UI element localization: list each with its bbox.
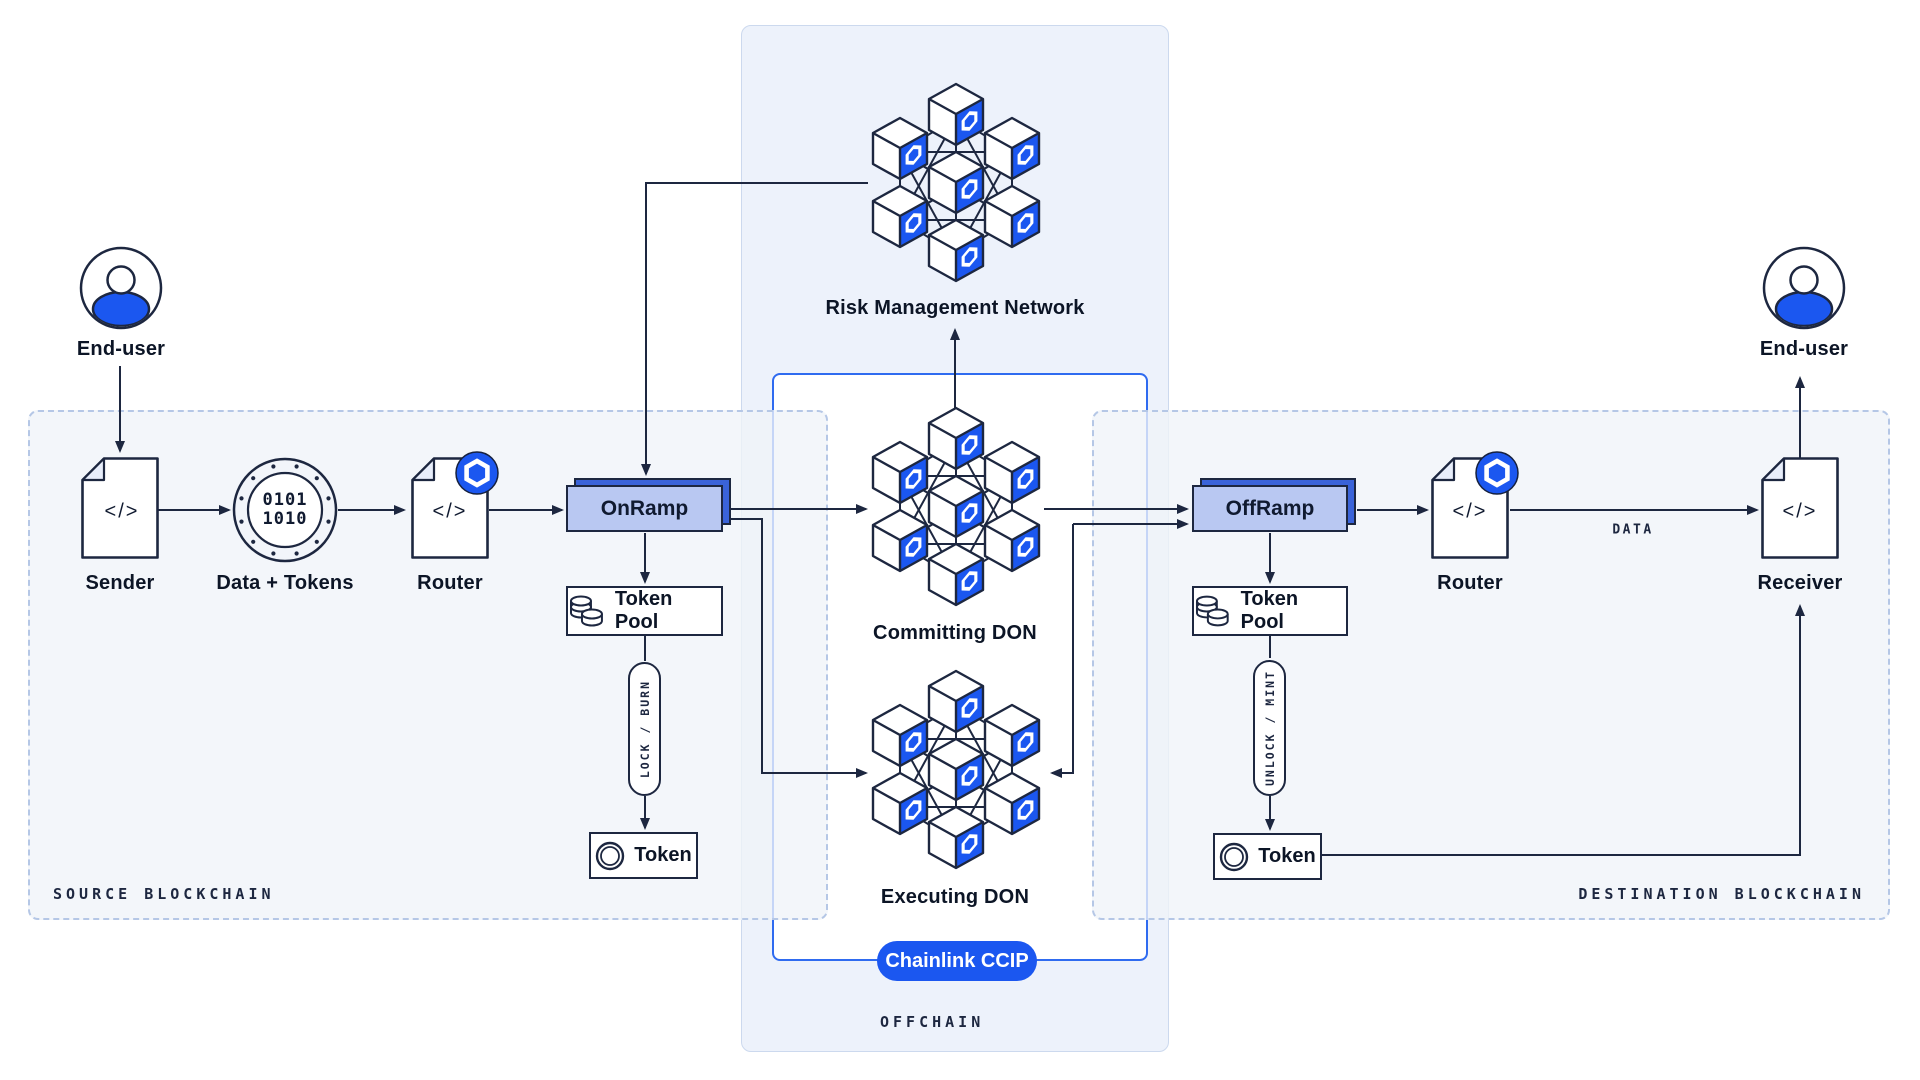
data-edge-label: DATA [1612,522,1654,538]
token-left-label: Token [634,844,692,866]
committing-don-label: Committing DON [873,622,1037,644]
receiver-node [1761,457,1839,564]
user-avatar-icon [1762,246,1846,330]
binary-coin-icon [232,457,338,563]
risk-management-label: Risk Management Network [825,297,1085,319]
source-zone-label: SOURCE BLOCKCHAIN [53,885,275,903]
code-document-icon [81,457,159,559]
binary-text: 0101 1010 [262,490,308,529]
router-right-badge [1475,451,1519,500]
chainlink-hexagon-icon [455,451,499,495]
router-left-badge [455,451,499,500]
token-pool-right-label: Token Pool [1240,588,1299,633]
unlock-mint-pill: UNLOCK / MINT [1253,660,1286,796]
sender-label: Sender [85,572,155,594]
receiver-code-glyph: </> [1782,500,1818,523]
token-coin-icon [1220,842,1249,871]
token-right-box: Token [1213,833,1322,880]
router-left-label: Router [417,572,483,594]
chainlink-hexagon-icon [1475,451,1519,495]
offchain-zone-label: OFFCHAIN [880,1013,985,1031]
offramp-label: OffRamp [1192,485,1348,532]
receiver-label: Receiver [1757,572,1843,594]
code-document-icon [1761,457,1839,559]
router-right-label: Router [1437,572,1503,594]
token-pool-coins-icon [1195,595,1229,627]
end-user-label-right: End-user [1759,338,1849,360]
token-right-label: Token [1258,845,1316,867]
token-pool-coins-icon [569,595,603,627]
destination-zone-label: DESTINATION BLOCKCHAIN [1578,885,1865,903]
sender-node [81,457,159,564]
end-user-label-left: End-user [76,338,166,360]
sender-code-glyph: </> [104,500,140,523]
end-user-avatar-right [1762,246,1846,335]
token-left-box: Token [589,832,698,879]
router-left-code-glyph: </> [432,500,468,523]
data-tokens-node [231,456,339,569]
chainlink-ccip-badge: Chainlink CCIP [877,941,1037,981]
token-pool-left-label: Token Pool [614,588,673,633]
executing-don-label: Executing DON [880,886,1030,908]
token-coin-icon [596,841,625,870]
token-pool-right-box: Token Pool [1192,586,1348,636]
data-tokens-label: Data + Tokens [216,572,354,594]
end-user-avatar-left [79,246,163,335]
lock-burn-pill: LOCK / BURN [628,662,661,796]
onramp-label: OnRamp [566,485,723,532]
token-pool-left-box: Token Pool [566,586,723,636]
onramp-node: OnRamp [566,478,731,532]
router-right-code-glyph: </> [1452,500,1488,523]
offramp-node: OffRamp [1192,478,1356,532]
user-avatar-icon [79,246,163,330]
